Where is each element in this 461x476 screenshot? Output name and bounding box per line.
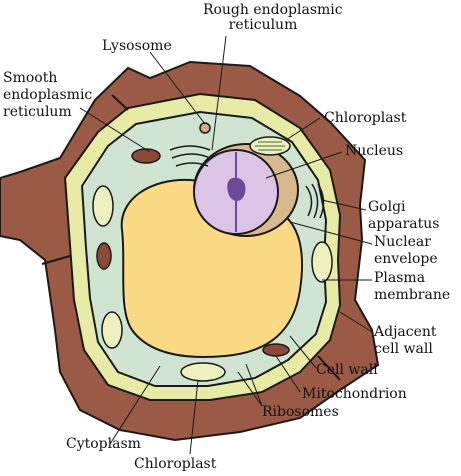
label-golgi: Golgi apparatus xyxy=(368,199,439,232)
label-chloroplast-top: Chloroplast xyxy=(324,110,407,126)
chloroplast-shapes xyxy=(92,136,333,382)
label-nuclear-envelope: Nuclear envelope xyxy=(374,234,438,267)
label-cytoplasm: Cytoplasm xyxy=(66,436,141,452)
label-nucleus: Nucleus xyxy=(345,143,403,159)
label-rough-er: Rough endoplasmic reticulum xyxy=(203,2,347,33)
label-plasma-membrane: Plasma membrane xyxy=(374,270,450,303)
label-mitochondrion: Mitochondrion xyxy=(302,386,407,402)
rough-er-shape xyxy=(169,145,211,167)
label-cell-wall: Cell wall xyxy=(316,362,378,378)
mitochondria-shapes xyxy=(96,148,290,357)
nucleus-shape xyxy=(193,143,299,237)
leader-lines xyxy=(79,35,373,455)
label-chloroplast-bottom: Chloroplast xyxy=(134,456,217,472)
label-smooth-er: Smooth endoplasmic reticulum xyxy=(3,70,97,120)
label-adjacent-cell-wall: Adjacent cell wall xyxy=(373,324,441,357)
lysosome-shape xyxy=(199,122,211,134)
label-ribosomes: Ribosomes xyxy=(262,404,339,420)
label-lysosome: Lysosome xyxy=(102,38,172,54)
